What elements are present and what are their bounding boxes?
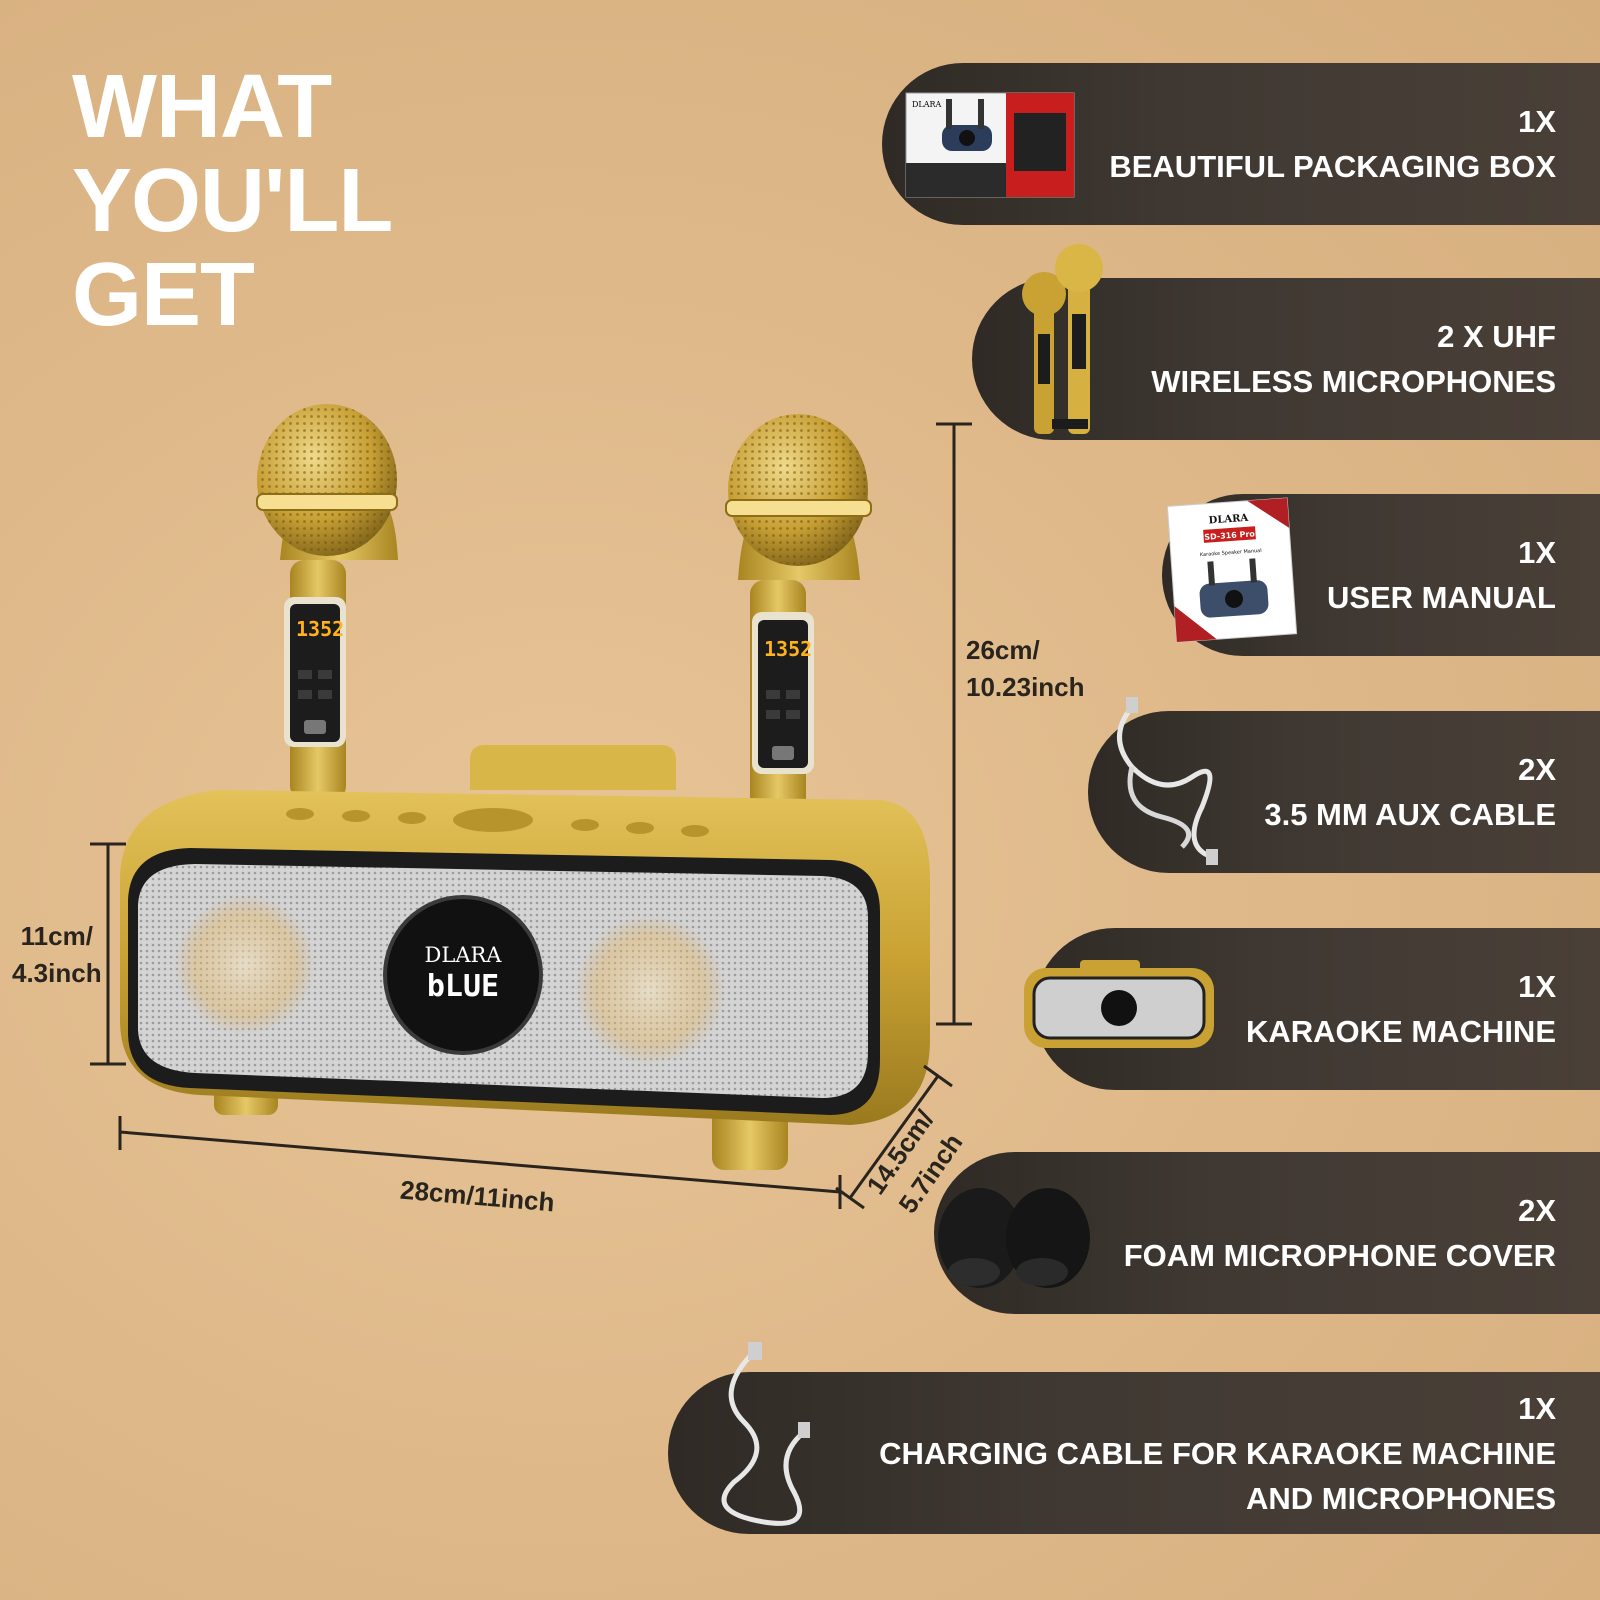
item-label: BEAUTIFUL PACKAGING BOX [1109,149,1556,184]
item-qty: 1X [1518,535,1556,570]
total-height-label: 26cm/ 10.23inch [966,632,1085,706]
item-aux-cable: 2X 3.5 MM AUX CABLE [1088,697,1600,873]
microphone-left: 1352 [256,404,398,800]
body-height-cm: 11cm/ [20,921,93,951]
page-title: WHAT YOU'LL GET [72,57,393,345]
item-label: KARAOKE MACHINE [1246,1014,1556,1049]
item-label: 3.5 MM AUX CABLE [1264,797,1556,832]
item-user-manual: DLARA SD-316 Pro Karaoke Speaker Manual … [1162,494,1600,656]
svg-text:Karaoke Speaker Manual: Karaoke Speaker Manual [1200,548,1262,558]
svg-text:DLARA: DLARA [425,943,503,967]
item-packaging-box: DLARA 1X BEAUTIFUL PACKAGING BOX [882,63,1600,225]
item-qty: 1X [1518,1390,1556,1426]
title-line-2: YOU'LL [72,151,393,251]
svg-text:DLARA: DLARA [912,100,942,109]
item-qty: 1X [1518,969,1556,1004]
karaoke-machine-icon [1024,960,1214,1048]
manual-icon: DLARA SD-316 Pro Karaoke Speaker Manual [1166,497,1298,643]
item-label: FOAM MICROPHONE COVER [1123,1238,1556,1273]
aux-cable-icon [1117,697,1218,865]
svg-text:bLUE: bLUE [427,969,499,1004]
dimension-lines [90,422,972,1210]
item-qty: 2X [1518,752,1556,787]
item-qty: 2 X UHF [1437,319,1556,354]
foam-cover-icon [938,1188,1090,1288]
title-line-3: GET [72,245,255,345]
svg-text:SD-316 Pro: SD-316 Pro [1204,529,1256,542]
item-wireless-microphones: 2 X UHF WIRELESS MICROPHONES [972,244,1600,440]
item-karaoke-machine: 1X KARAOKE MACHINE [1024,928,1600,1090]
packaging-box-icon: DLARA [905,92,1075,198]
svg-text:1352: 1352 [764,637,812,661]
item-label: USER MANUAL [1326,580,1556,615]
title-line-1: WHAT [72,57,332,157]
width-label: 28cm/11inch [399,1174,556,1218]
item-label: WIRELESS MICROPHONES [1151,364,1556,399]
total-height-cm: 26cm/ [966,635,1040,665]
total-height-inch: 10.23inch [966,672,1085,702]
item-foam-cover: 2X FOAM MICROPHONE COVER [934,1152,1600,1314]
item-qty: 1X [1518,104,1556,139]
body-height-label: 11cm/ 4.3inch [12,918,102,992]
body-height-inch: 4.3inch [12,958,102,988]
item-qty: 2X [1518,1193,1556,1228]
item-charging-cable: 1X CHARGING CABLE FOR KARAOKE MACHINE AN… [668,1342,1600,1534]
item-label: CHARGING CABLE FOR KARAOKE MACHINE [879,1435,1556,1471]
svg-text:1352: 1352 [296,617,344,641]
microphone-right: 1352 [725,414,872,820]
svg-text:DLARA: DLARA [1208,513,1248,527]
charging-cable-icon [721,1342,810,1526]
item-label-line-2: AND MICROPHONES [1245,1480,1556,1516]
microphones-icon [1022,244,1103,434]
speaker-body: DLARA bLUE [120,745,930,1170]
